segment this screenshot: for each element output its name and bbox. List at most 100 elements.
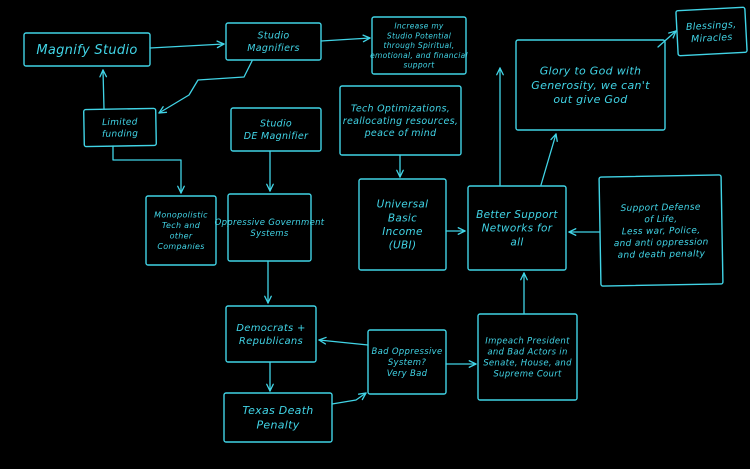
node-label-line: Bad Oppressive <box>371 347 442 357</box>
node-label-line: Networks for <box>482 223 553 235</box>
node-label-line: of Life, <box>644 215 677 226</box>
node-label-line: Limited <box>102 117 138 128</box>
node-label-line: Miracles <box>691 32 733 45</box>
node-label-line: Monopolistic <box>154 211 208 220</box>
node-box-universal-basic-income <box>358 178 447 271</box>
edge-magnifiers-to-increase[interactable] <box>320 34 371 43</box>
node-label-line: Tech Optimizations, <box>351 103 450 114</box>
arrowhead-icon <box>269 183 274 192</box>
node-box-blessings-miracles <box>675 6 748 57</box>
arrowhead-icon <box>269 383 274 392</box>
node-label-line: and anti oppression <box>614 238 709 250</box>
node-tech-optimizations[interactable]: Tech Optimizations,reallocating resource… <box>339 85 462 156</box>
node-label-line: Tech and <box>162 221 201 230</box>
node-label-line: out give God <box>553 93 628 106</box>
arrowhead-icon <box>568 231 577 236</box>
arrowhead-icon <box>362 37 371 43</box>
node-label-line: Systems <box>250 229 288 239</box>
edge-better-support-up[interactable] <box>496 67 504 186</box>
node-label-line: emotional, and financial <box>370 51 468 60</box>
node-democrats-republicans[interactable]: Democrats +Republicans <box>225 305 317 363</box>
node-label-line: Income <box>382 226 422 238</box>
edge-impeach-to-better-support[interactable] <box>520 272 528 314</box>
node-label-line: Senate, House, and <box>483 359 572 369</box>
arrowhead-icon <box>216 43 225 49</box>
node-magnify-studio[interactable]: Magnify Studio <box>23 32 151 67</box>
edge-glory-to-blessings[interactable] <box>657 30 677 48</box>
node-label-line: Better Support <box>476 209 558 221</box>
node-label-blessings-miracles: Blessings,Miracles <box>686 19 738 45</box>
node-box-support-defense-of-life <box>598 174 724 287</box>
edge-bad-system-to-democrats[interactable] <box>318 336 369 346</box>
arrowhead-icon <box>523 272 528 281</box>
node-label-line: Republicans <box>239 336 303 347</box>
node-label-line: Very Bad <box>387 369 428 379</box>
edge-limited-funding-to-magnify[interactable] <box>99 69 108 110</box>
arrowhead-icon <box>499 67 504 76</box>
node-label-line: Studio Potential <box>387 31 452 40</box>
arrowhead-icon <box>496 67 501 76</box>
arrowhead-icon <box>361 392 367 401</box>
node-label-line: Studio <box>260 119 292 130</box>
node-label-tech-optimizations: Tech Optimizations,reallocating resource… <box>343 103 459 139</box>
node-box-bad-oppressive-system <box>367 329 447 395</box>
edge-ubi-to-better-support[interactable] <box>445 227 466 235</box>
edge-tech-to-ubi[interactable] <box>396 154 404 178</box>
arrowhead-icon <box>266 183 271 192</box>
edge-texas-to-bad-system[interactable] <box>331 392 367 405</box>
edge-magnify-to-magnifiers[interactable] <box>149 40 225 49</box>
arrowhead-icon <box>568 228 577 233</box>
arrowhead-icon <box>396 169 401 178</box>
arrowhead-icon <box>264 295 269 304</box>
node-box-impeach-president <box>477 313 578 401</box>
node-label-line: Magnify Studio <box>36 43 137 58</box>
arrowhead-icon <box>468 363 477 368</box>
node-label-line: Studio <box>257 31 289 42</box>
edge-democrats-to-texas[interactable] <box>266 361 274 392</box>
node-box-oppressive-government <box>227 193 312 262</box>
node-label-limited-funding: Limitedfunding <box>102 117 139 139</box>
edge-de-magnifier-to-oppressive[interactable] <box>266 150 274 192</box>
node-label-line: all <box>510 236 523 248</box>
arrowhead-icon <box>668 30 677 34</box>
node-box-texas-death-penalty <box>223 392 333 443</box>
arrowhead-icon <box>555 133 558 143</box>
edge-better-support-to-glory[interactable] <box>540 133 558 186</box>
node-label-line: Penalty <box>256 419 299 432</box>
node-blessings-miracles[interactable]: Blessings,Miracles <box>675 6 748 57</box>
edge-oppressive-to-democrats[interactable] <box>264 260 272 304</box>
node-limited-funding[interactable]: Limitedfunding <box>83 107 157 148</box>
node-support-defense-of-life[interactable]: Support Defenseof Life,Less war, Police,… <box>598 174 724 287</box>
edge-magnifiers-to-limited-funding[interactable] <box>158 60 253 114</box>
node-box-increase-studio-potential <box>371 16 467 75</box>
node-label-support-defense-of-life: Support Defenseof Life,Less war, Police,… <box>613 202 709 260</box>
arrowhead-icon <box>468 360 477 365</box>
node-label-line: Blessings, <box>686 19 737 33</box>
edge-line-better-support-to-glory <box>540 133 557 186</box>
node-box-studio-de-magnifier <box>230 107 322 152</box>
node-label-line: other <box>170 232 193 241</box>
edge-line-limited-funding-to-magnify <box>102 69 105 110</box>
edge-defense-to-better-support[interactable] <box>568 228 601 236</box>
edge-bad-system-to-impeach[interactable] <box>445 360 477 368</box>
edge-limited-funding-to-monopolistic[interactable] <box>112 145 185 194</box>
